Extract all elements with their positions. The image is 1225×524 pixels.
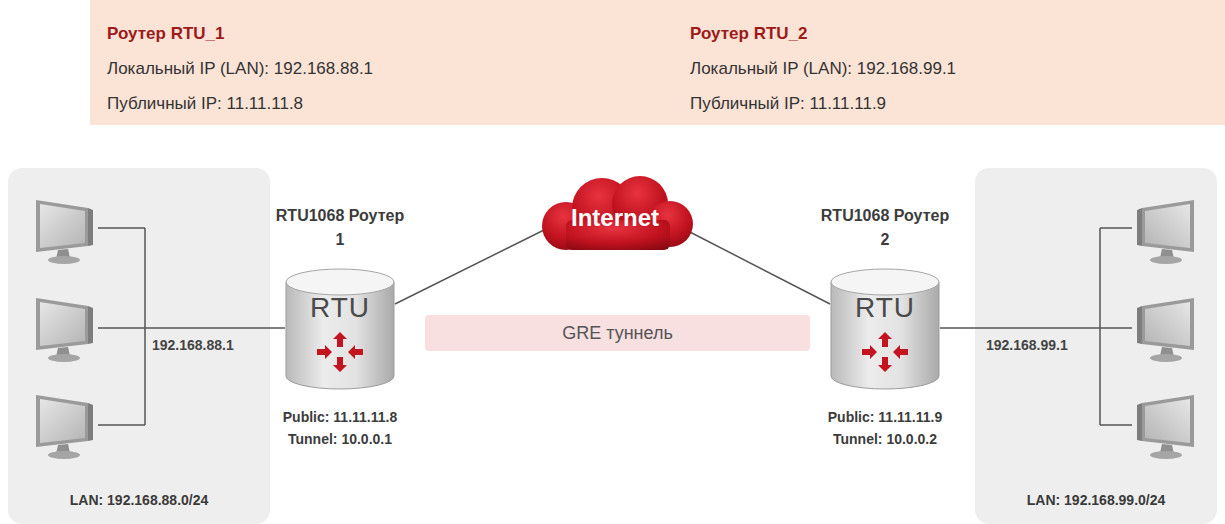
computer-icon [1137,395,1194,459]
router-shape [830,268,940,390]
tunnel-band: GRE туннель [425,315,810,351]
router-arrow [893,345,908,359]
computer-icon [36,395,93,459]
router-logo: RTU [830,294,940,322]
cloud-label: Internet [571,204,659,232]
router-title: Роутер RTU_1 [107,24,224,44]
router-cylinder: RTU1068 Роутер 1RTUPublic: 11.11.11.8 Tu… [285,268,395,390]
router-symbol [317,332,363,372]
router-addresses: Public: 11.11.11.8 Tunnel: 10.0.0.1 [265,406,415,451]
network-link [686,230,830,304]
router-logo: RTU [285,294,395,322]
router-model: RTU1068 Роутер 1 [275,204,405,252]
lan-subnet-label: LAN: 192.168.88.0/24 [8,492,270,508]
lan-gateway-ip: 192.168.88.1 [152,337,234,353]
public-ip-info: Публичный IP: 11.11.11.8 [107,94,303,114]
computer-icon [1137,298,1194,362]
info-band [90,0,1225,125]
network-link [395,230,544,304]
lan-ip-info: Локальный IP (LAN): 192.168.88.1 [107,59,373,79]
cylinder-top [286,269,394,295]
router-arrow [317,345,332,359]
cloud-body [542,176,693,250]
router-model: RTU1068 Роутер 2 [820,204,950,252]
lan-ip-info: Локальный IP (LAN): 192.168.99.1 [690,59,956,79]
router-arrow [862,345,877,359]
router-arrow [878,357,892,372]
router-cylinder: RTU1068 Роутер 2RTUPublic: 11.11.11.9 Tu… [830,268,940,390]
computer-icon [36,298,93,362]
right-computers [1137,200,1194,459]
tunnel-label: GRE туннель [562,323,673,344]
router-arrow [348,345,363,359]
cylinder-body [831,282,939,389]
router-arrow [878,332,892,347]
router-symbol [862,332,908,372]
router-shape [285,268,395,390]
cylinder-body [286,282,394,389]
public-ip-info: Публичный IP: 11.11.11.9 [690,94,886,114]
left-computers [36,200,93,459]
router-arrow [333,357,347,372]
router-addresses: Public: 11.11.11.9 Tunnel: 10.0.0.2 [810,406,960,451]
router-arrow [333,332,347,347]
lan-subnet-label: LAN: 192.168.99.0/24 [975,492,1217,508]
router-title: Роутер RTU_2 [690,24,807,44]
cylinder-top [831,269,939,295]
computer-icon [36,200,93,264]
internet-cloud: Internet [528,172,702,254]
computer-icon [1137,200,1194,264]
lan-gateway-ip: 192.168.99.1 [986,337,1068,353]
